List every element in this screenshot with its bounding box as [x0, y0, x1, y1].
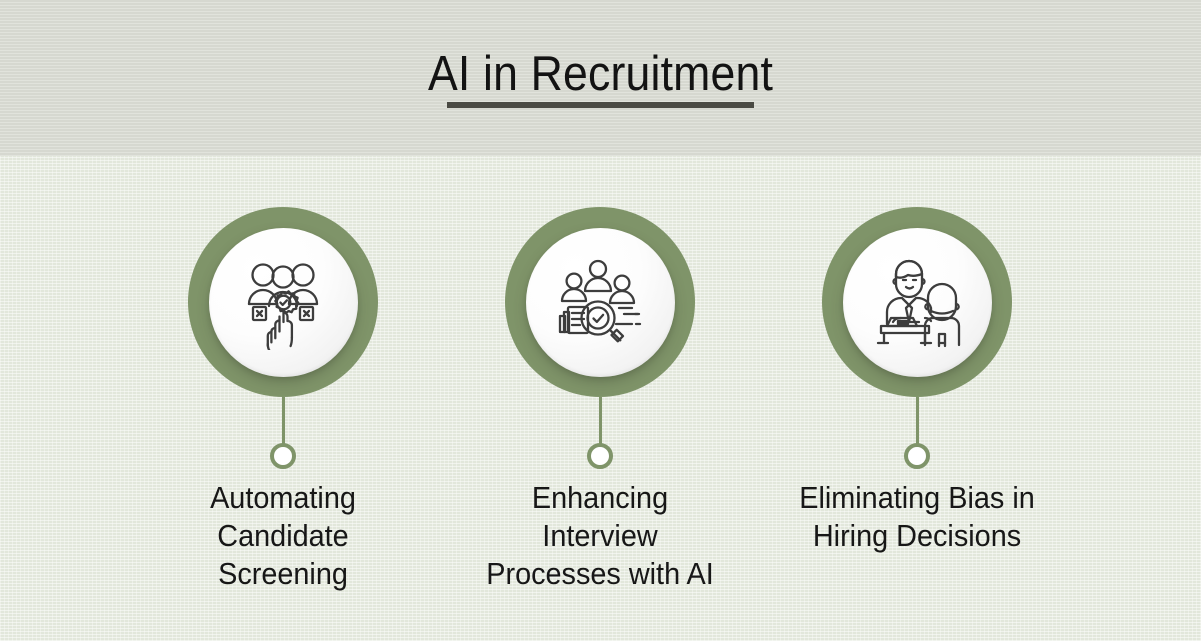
item-automating-candidate-screening[interactable]: Automating Candidate Screening [153, 185, 413, 593]
connector-dot-1 [270, 443, 296, 469]
icon-circle-2 [525, 227, 675, 377]
connector-line-1 [281, 397, 285, 450]
candidate-screening-icon [247, 263, 319, 350]
title-underline-rule [447, 102, 754, 108]
item-caption-2: Enhancing Interview Processes with AI [486, 480, 714, 591]
icon-disc-3[interactable] [822, 207, 1012, 397]
item-caption-3: Eliminating Bias in Hiring Decisions [799, 480, 1035, 553]
connector-3 [787, 397, 1047, 469]
connector-2 [470, 397, 730, 469]
icon-circle-1 [208, 227, 358, 377]
icon-disc-2[interactable] [505, 207, 695, 397]
connector-line-2 [598, 397, 602, 450]
icon-disc-1[interactable] [188, 207, 378, 397]
connector-dot-2 [587, 443, 613, 469]
interview-search-icon [558, 259, 642, 343]
interview-meeting-icon [876, 259, 961, 348]
page-title: AI in Recruitment [427, 47, 774, 101]
connector-line-3 [915, 397, 919, 450]
header-band: AI in Recruitment [0, 0, 1201, 156]
item-enhancing-interview-processes[interactable]: Enhancing Interview Processes with AI [470, 185, 730, 593]
connector-1 [153, 397, 413, 469]
item-caption-1: Automating Candidate Screening [210, 480, 356, 591]
item-eliminating-bias-in-hiring[interactable]: Eliminating Bias in Hiring Decisions [787, 185, 1047, 555]
icon-circle-3 [842, 227, 992, 377]
connector-dot-3 [904, 443, 930, 469]
